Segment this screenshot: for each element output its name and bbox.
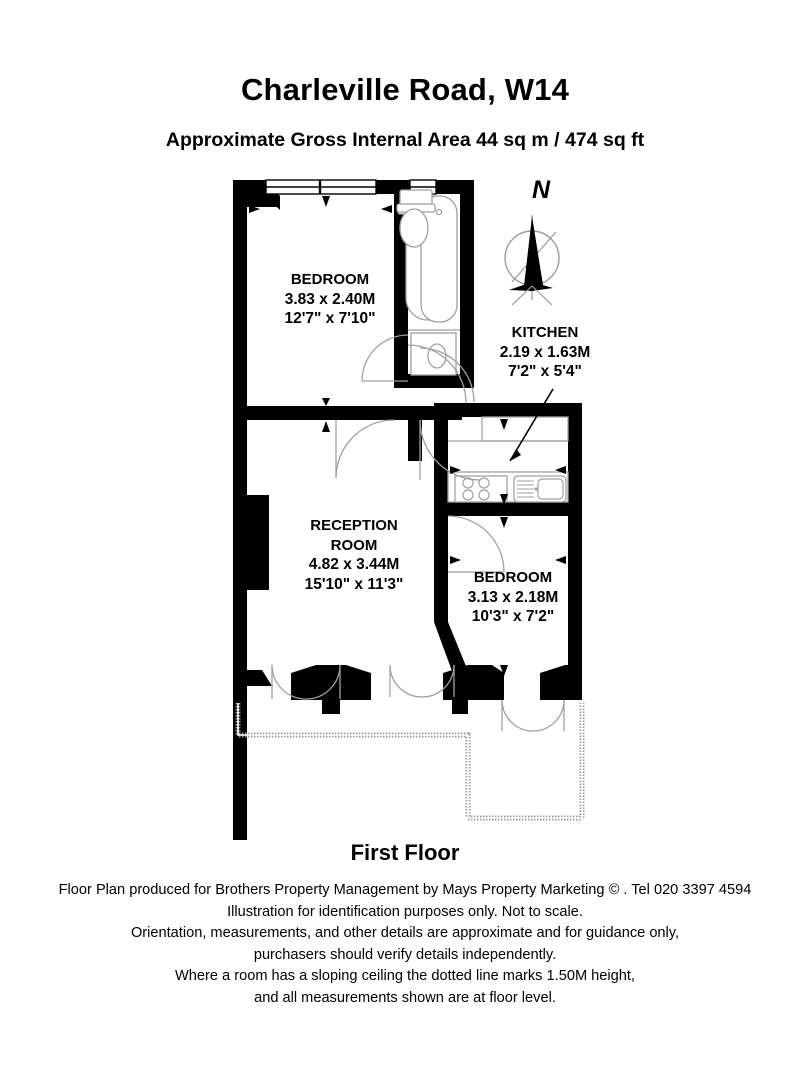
kitchen-leader-line — [509, 388, 554, 462]
kitchen-name: KITCHEN — [511, 324, 579, 341]
reception-room-metric: 4.82 x 3.44M — [308, 556, 400, 573]
floor-name: First Floor — [350, 840, 460, 865]
bedroom-1-imperial: 12'7" x 7'10" — [284, 310, 376, 327]
disclaimer-line-2: Illustration for identification purposes… — [227, 903, 583, 920]
room-label-reception-room: RECEPTION ROOM 4.82 x 3.44M 15'10" x 11'… — [288, 516, 420, 594]
hob-icon — [454, 475, 508, 503]
room-label-kitchen: KITCHEN 2.19 x 1.63M 7'2" x 5'4" — [480, 323, 610, 382]
reception-room-imperial: 15'10" x 11'3" — [304, 575, 404, 593]
kitchen-imperial: 7'2" x 5'4" — [508, 363, 582, 380]
kitchen-metric: 2.19 x 1.63M — [499, 343, 591, 361]
window-bedroom1 — [265, 179, 377, 195]
dimension-markers — [249, 196, 566, 676]
reception-room-name-2: ROOM — [330, 536, 378, 554]
disclaimer-block: Floor Plan produced for Brothers Propert… — [0, 880, 810, 1009]
disclaimer-line-1: Floor Plan produced for Brothers Propert… — [58, 882, 752, 898]
disclaimer-line-6: and all measurements shown are at floor … — [254, 989, 556, 1006]
compass-rose — [504, 215, 560, 306]
sink-icon — [513, 475, 567, 503]
door-swings — [271, 334, 565, 732]
floor-plan-drawing — [233, 179, 585, 840]
bath-tub — [420, 195, 458, 323]
bedroom-2-imperial: 10'3" x 7'2" — [471, 608, 555, 625]
balcony-outline — [235, 703, 585, 821]
toilet — [396, 189, 436, 248]
walls — [233, 180, 582, 840]
disclaimer-line-5: Where a room has a sloping ceiling the d… — [175, 968, 635, 984]
area-subtitle: Approximate Gross Internal Area 44 sq m … — [165, 129, 645, 151]
page-title: Charleville Road, W14 — [240, 72, 570, 107]
room-label-bedroom-2: BEDROOM 3.13 x 2.18M 10'3" x 7'2" — [443, 568, 583, 627]
room-label-bedroom-1: BEDROOM 3.83 x 2.40M 12'7" x 7'10" — [250, 270, 410, 329]
disclaimer-line-4: purchasers should verify details indepen… — [253, 946, 557, 963]
bedroom-2-metric: 3.13 x 2.18M — [467, 588, 559, 606]
balcony-outline-inner — [237, 703, 583, 819]
bedroom-1-metric: 3.83 x 2.40M — [284, 290, 376, 308]
compass-north-label: N — [532, 176, 551, 204]
disclaimer-line-3: Orientation, measurements, and other det… — [130, 925, 680, 941]
reception-room-name-1: RECEPTION — [310, 517, 398, 534]
bedroom-1-name: BEDROOM — [290, 271, 370, 288]
bedroom-2-name: BEDROOM — [473, 569, 553, 586]
